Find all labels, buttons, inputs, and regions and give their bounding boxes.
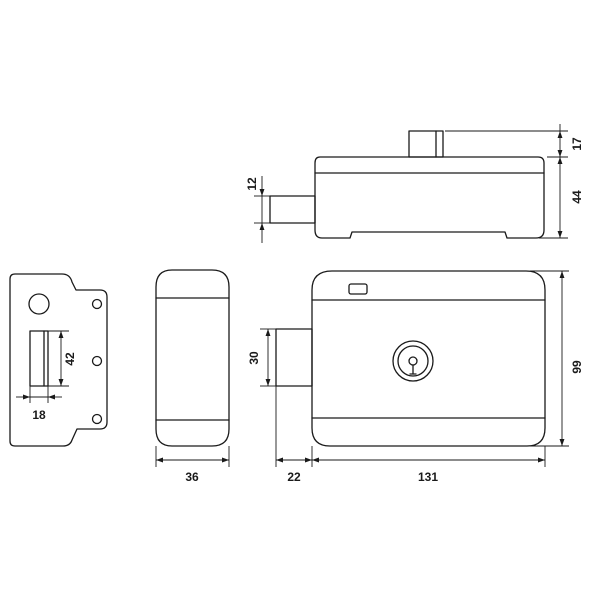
front-view: 30 99 22 131 [247,270,584,484]
dim-body-height: 99 [530,270,584,447]
strike-large-hole [28,293,50,315]
dim-side-width: 36 [155,446,230,484]
top-bolt [269,195,316,224]
strike-screw-hole-top [91,298,103,310]
strike-screw-hole-bottom [91,413,103,425]
dim-body-width: 131 [312,446,546,484]
dim-label-42: 42 [63,352,77,366]
top-knob [408,130,444,158]
dim-label-99: 99 [570,360,584,374]
dim-label-131: 131 [418,470,438,484]
top-body-outline [314,156,545,239]
dim-label-18: 18 [32,408,46,422]
dim-strike-slot-width: 18 [16,386,62,422]
dim-label-17: 17 [570,137,584,151]
strike-slot [29,330,49,387]
dim-strike-slot-height: 42 [48,330,77,387]
dim-label-30: 30 [247,351,261,365]
dim-top-bolt: 12 [245,176,270,243]
top-view: 17 44 12 [245,124,584,243]
dim-front-bolt-height: 30 [247,328,276,387]
dim-label-22: 22 [287,470,301,484]
side-view-outline [155,269,230,447]
dim-label-44: 44 [570,190,584,204]
front-bolt [275,328,313,387]
strike-plate-outline [9,273,108,447]
front-body-outline [311,270,546,447]
dim-label-12: 12 [245,177,259,191]
dim-top-knob: 17 [445,124,584,158]
strike-plate: 42 18 [9,273,108,447]
strike-screw-hole-mid [91,355,103,367]
indicator-window [348,283,368,295]
dim-label-36: 36 [185,470,199,484]
side-view: 36 [155,269,230,484]
keyhole-icon [392,340,434,382]
dim-bolt-throw: 22 [275,386,313,484]
dim-top-body: 44 [539,157,584,239]
